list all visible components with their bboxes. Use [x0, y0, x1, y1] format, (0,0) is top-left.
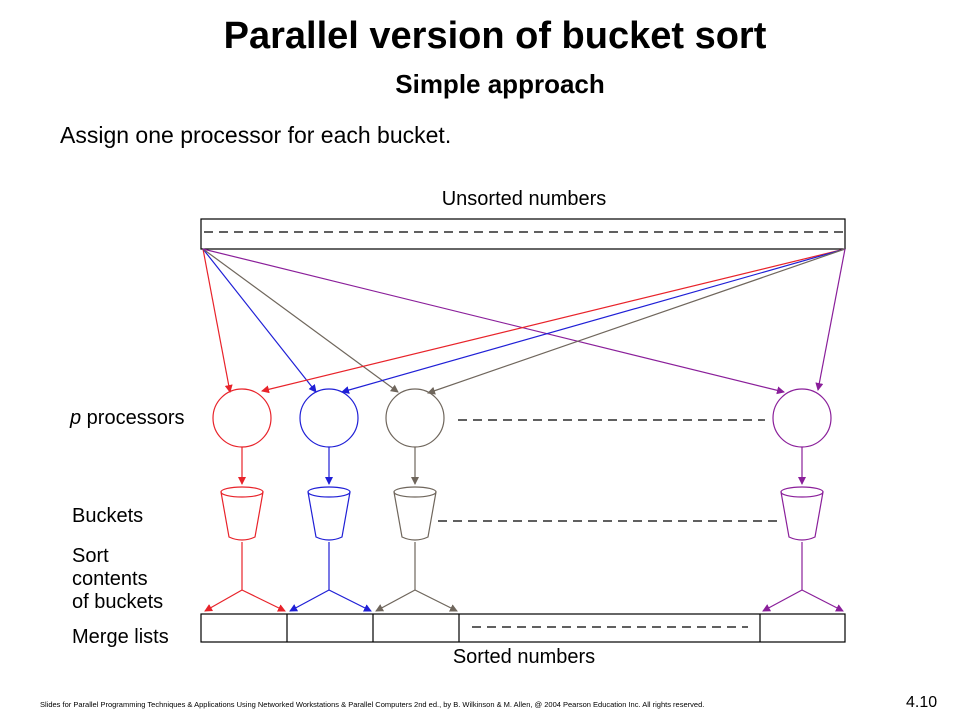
- arrow-right-to-p1: [261, 248, 846, 394]
- bucket-4: [780, 486, 824, 541]
- processors-var: p: [69, 407, 81, 429]
- sorted-numbers-label: Sorted numbers: [453, 646, 595, 668]
- sorted-array: [200, 613, 846, 643]
- merge-arrows-4: [762, 542, 844, 612]
- sort-label-line1: Sort: [72, 545, 109, 567]
- arrow-right-to-p4: [815, 248, 846, 391]
- merge-arrows-1: [204, 542, 286, 612]
- body-text: Assign one processor for each bucket.: [60, 122, 452, 148]
- sort-label-line3: of buckets: [72, 591, 163, 613]
- processor-3: [385, 388, 445, 448]
- processor-4: [772, 388, 832, 448]
- arrow-left-to-p1: [202, 248, 233, 393]
- sort-label-line2: contents: [72, 568, 148, 590]
- unsorted-numbers-label: Unsorted numbers: [442, 188, 607, 210]
- arrow-left-to-p2: [202, 248, 317, 393]
- merge-arrows-2: [289, 542, 372, 612]
- arrow-left-to-p3: [202, 248, 399, 393]
- footer-credits: Slides for Parallel Programming Techniqu…: [40, 700, 705, 709]
- slide-subtitle: Simple approach: [395, 69, 605, 99]
- slide-title: Parallel version of bucket sort: [223, 15, 767, 57]
- processor-2: [299, 388, 359, 448]
- arrow-right-to-p3: [427, 248, 846, 395]
- buckets-label: Buckets: [72, 505, 143, 527]
- slide-number: 4.10: [906, 694, 938, 711]
- bucket-2: [307, 486, 351, 541]
- distribution-arrows: [202, 248, 846, 395]
- bucket-1: [220, 486, 264, 541]
- arrow-right-to-p2: [341, 248, 846, 394]
- processor-1: [212, 388, 272, 448]
- unsorted-array: [200, 218, 846, 250]
- merge-arrows-3: [375, 542, 458, 612]
- bucket-3: [393, 486, 437, 541]
- processors-label: p processors: [69, 407, 185, 429]
- merge-lists-label: Merge lists: [72, 626, 169, 648]
- processors-rest: processors: [81, 407, 184, 429]
- arrow-left-to-p4: [202, 248, 785, 395]
